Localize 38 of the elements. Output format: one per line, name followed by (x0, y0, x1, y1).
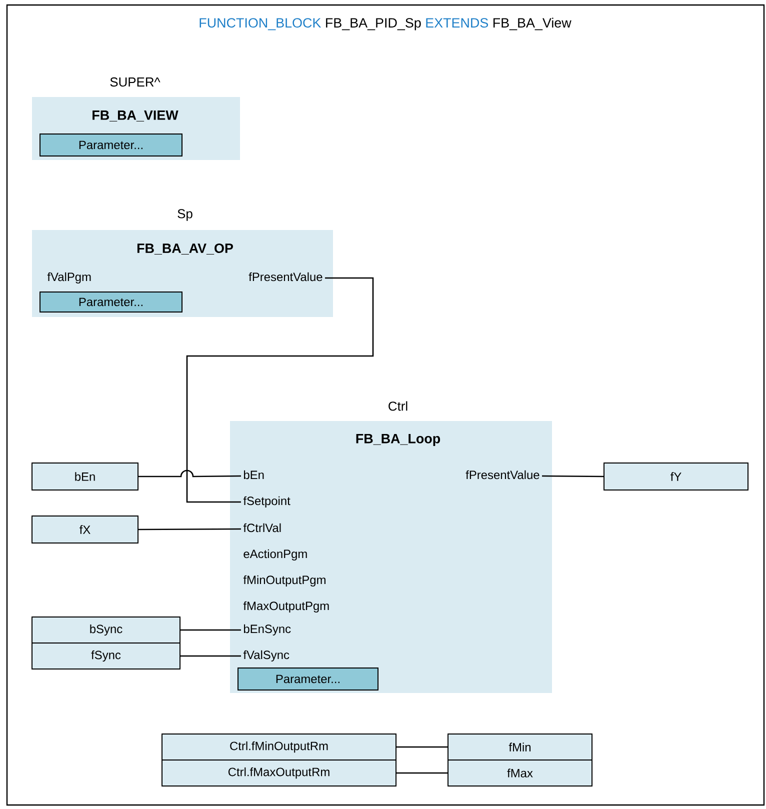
keyword-text: EXTENDS (426, 18, 488, 28)
connector-line (180, 655, 241, 657)
parameter-button: Parameter... (238, 668, 378, 690)
pin-label: eActionPgm (244, 549, 307, 560)
keyword-text: FUNCTION_BLOCK (200, 18, 322, 30)
variable-box: Ctrl.fMaxOutputRm (162, 760, 396, 786)
node-label: SUPER^ (110, 77, 160, 87)
pin-label: fValSync (243, 650, 290, 662)
parameter-button: Parameter... (40, 134, 182, 156)
connector-line (396, 772, 448, 774)
parameter-button: Parameter... (40, 292, 182, 312)
variable-box: fY (604, 462, 748, 490)
pin-label: fValPgm (47, 272, 91, 284)
pin-label: bEn (244, 470, 264, 480)
pin-label: fPresentValue (248, 272, 322, 282)
connector-line (186, 277, 374, 503)
variable-box: bSync (32, 616, 180, 644)
node-label: Sp (178, 209, 192, 221)
name-text: FB_BA_View (493, 18, 572, 30)
pin-label: fCtrlVal (243, 523, 281, 532)
pin-label: fPresentValue (466, 470, 540, 480)
connector-line (542, 475, 604, 478)
node-label: Ctrl (388, 401, 408, 411)
pin-label: fMaxOutputPgm (243, 601, 329, 612)
variable-box: fSync (32, 642, 180, 670)
pin-label: bEnSync (244, 624, 291, 636)
variable-box: fX (32, 516, 138, 544)
pin-label: fMinOutputPgm (243, 575, 326, 586)
name-text: FB_BA_PID_Sp (326, 18, 421, 30)
variable-box: fMin (448, 734, 592, 760)
connector-line (396, 746, 448, 748)
variable-box: bEn (32, 462, 138, 490)
variable-box: fMax (448, 760, 592, 786)
pin-label: fSetpoint (243, 496, 290, 508)
connector-line (138, 528, 241, 530)
connector-line (180, 629, 241, 631)
connector-line (138, 470, 241, 478)
variable-box: Ctrl.fMinOutputRm (162, 734, 396, 760)
